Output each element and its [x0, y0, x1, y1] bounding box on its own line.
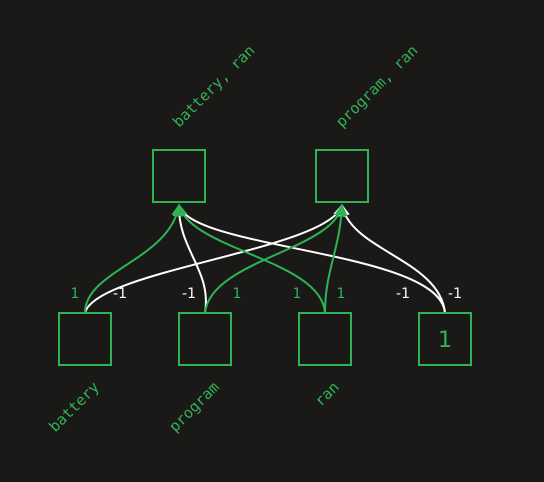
- edge-ran-to-program-ran: [324, 203, 348, 314]
- input-node-bias: [418, 312, 472, 366]
- edge-program-to-program-ran: [204, 203, 347, 314]
- edge-weight-label: -1: [182, 286, 196, 302]
- edge-weight-label: -1: [448, 286, 462, 302]
- output-node-label: battery, ran: [169, 41, 258, 130]
- edge-weight-label: 1: [337, 286, 346, 302]
- input-node-label: program: [165, 378, 222, 435]
- edge-battery-to-battery-ran: [84, 203, 184, 314]
- nodes-layer: [58, 149, 472, 366]
- output-node-label: program, ran: [332, 41, 421, 130]
- edge-weight-label: 1: [71, 286, 80, 302]
- edge-weight-label: -1: [113, 286, 127, 302]
- edge-ran-to-battery-ran: [175, 203, 326, 314]
- edge-battery-to-program-ran: [84, 203, 345, 314]
- edges-layer: [84, 203, 446, 314]
- input-node-battery: [58, 312, 112, 366]
- edge-program-to-battery-ran: [172, 203, 207, 314]
- edge-bias-to-battery-ran: [175, 203, 446, 314]
- input-node-label: battery: [45, 378, 102, 435]
- edge-weight-label: 1: [293, 286, 302, 302]
- edge-weight-label: 1: [233, 286, 242, 302]
- input-node-program: [178, 312, 232, 366]
- edge-bias-to-program-ran: [338, 203, 446, 314]
- edge-weight-label: -1: [396, 286, 410, 302]
- output-node-battery-ran: [152, 149, 206, 203]
- input-node-ran: [298, 312, 352, 366]
- input-node-label: ran: [311, 378, 343, 410]
- output-node-program-ran: [315, 149, 369, 203]
- input-node-value: 1: [438, 328, 452, 353]
